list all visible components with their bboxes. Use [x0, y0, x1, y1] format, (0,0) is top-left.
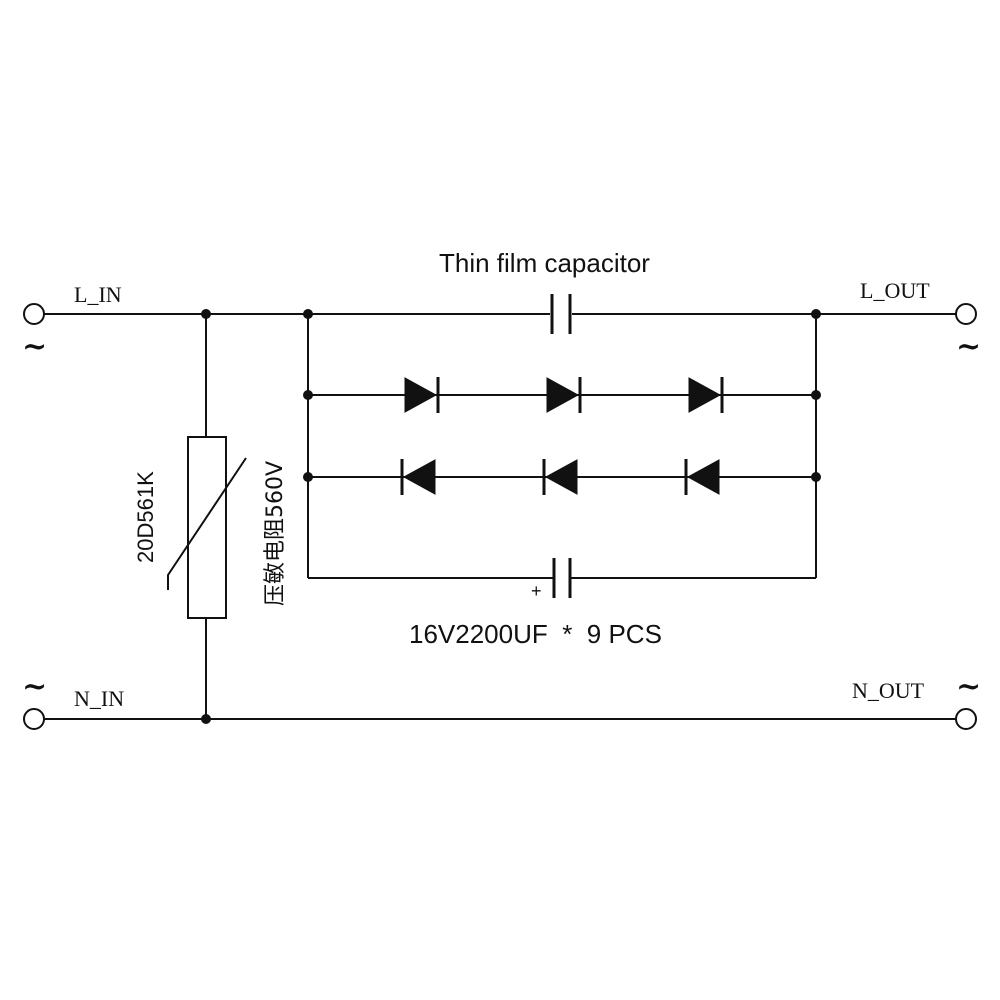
diode-1a: [404, 377, 438, 413]
varistor-slash: [167, 457, 247, 590]
diode-1b: [546, 377, 580, 413]
electrolytic-label: 16V2200UF * 9 PCS: [409, 619, 662, 649]
node-l-varistor: [201, 309, 211, 319]
ac-symbol-n-in: ~: [22, 669, 47, 704]
l-in-label: L_IN: [74, 282, 122, 307]
varistor-body: [187, 436, 227, 619]
diode-2c: [686, 459, 720, 495]
diode-2a: [402, 459, 436, 495]
varistor-part-label: 20D561K: [133, 471, 158, 563]
l-in-terminal: [23, 303, 45, 325]
n-out-label: N_OUT: [852, 678, 925, 703]
n-in-label: N_IN: [74, 686, 124, 711]
electrolytic-polarity: +: [531, 581, 542, 601]
n-in-terminal: [23, 708, 45, 730]
ac-symbol-l-in: ~: [22, 329, 47, 364]
ac-symbol-l-out: ~: [956, 329, 981, 364]
l-out-terminal: [955, 303, 977, 325]
l-out-label: L_OUT: [860, 278, 930, 303]
varistor-desc-label: 压敏电阻560V: [263, 461, 288, 606]
node-n-varistor: [201, 714, 211, 724]
ac-symbol-n-out: ~: [956, 669, 981, 704]
diode-2b: [544, 459, 578, 495]
film-cap-label: Thin film capacitor: [439, 248, 650, 278]
n-out-terminal: [955, 708, 977, 730]
diode-row2: [400, 459, 720, 495]
diode-1c: [688, 377, 722, 413]
diode-row1: [404, 377, 724, 413]
